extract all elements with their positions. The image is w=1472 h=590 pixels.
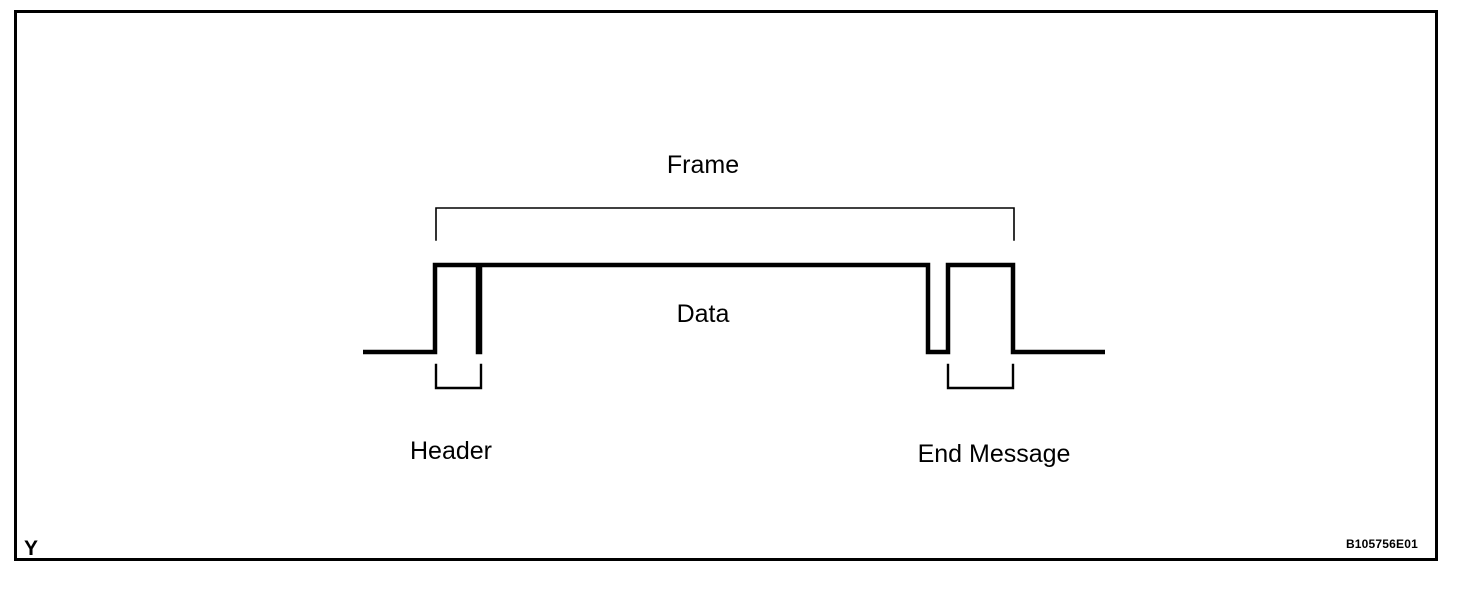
figure-border — [14, 10, 1438, 561]
data-label: Data — [677, 300, 730, 328]
reference-code: B105756E01 — [1346, 537, 1418, 551]
header-label: Header — [410, 437, 492, 465]
end-message-label: End Message — [918, 440, 1071, 468]
frame-label: Frame — [667, 151, 739, 179]
corner-marker: Y — [24, 537, 38, 560]
header-bracket — [434, 363, 483, 390]
end-message-bracket — [946, 363, 1015, 390]
waveform-trace — [363, 262, 1105, 355]
frame-bracket — [435, 207, 1015, 241]
